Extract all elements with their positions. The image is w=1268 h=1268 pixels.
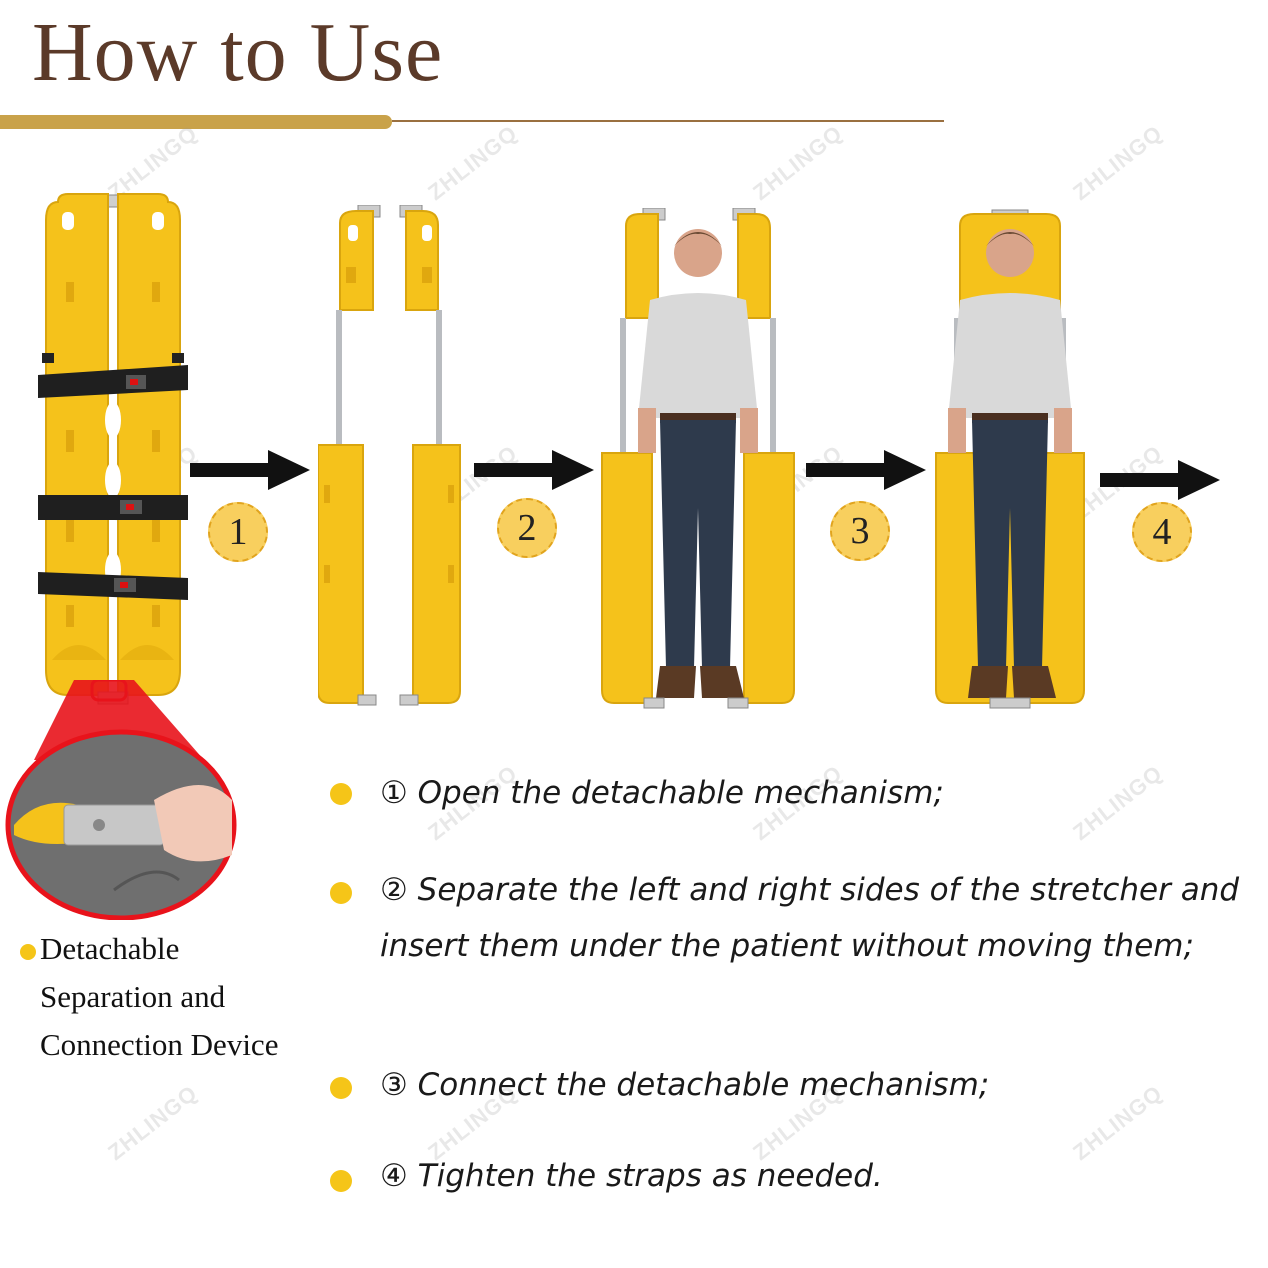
bullet-icon [330,783,352,805]
watermark: ZHLINGQ [748,120,848,206]
watermark: ZHLINGQ [103,1080,203,1166]
stretcher-patient-connected-image [935,209,1085,709]
page-title: How to Use [32,6,444,99]
detail-bullet-icon [20,944,36,960]
instruction-text: ③ Connect the detachable mechanism; [380,1067,990,1103]
arrow-right-icon [806,450,926,490]
bullet-icon [330,1170,352,1192]
stretcher-separated-image [318,205,461,706]
title-underline-accent [0,115,392,129]
stretcher-patient-separated-image [601,208,795,709]
detail-label: Detachable Separation and Connection Dev… [40,931,279,1062]
step-badge-2: 2 [497,498,557,558]
title-underline-rule [392,120,944,122]
arrow-right-icon [474,450,594,490]
watermark: ZHLINGQ [423,120,523,206]
step-badge-4: 4 [1132,502,1192,562]
bullet-icon [330,882,352,904]
instruction-text: ② Separate the left and right sides of t… [380,872,1240,964]
instruction-text: ④ Tighten the straps as needed. [380,1158,883,1194]
step-badge-3: 3 [830,501,890,561]
stretcher-assembled-image [38,193,188,705]
arrow-right-icon [1100,460,1220,500]
arrow-right-icon [190,450,310,490]
watermark: ZHLINGQ [1068,120,1168,206]
bullet-icon [330,1077,352,1099]
step-badge-1: 1 [208,502,268,562]
detachable-mechanism-closeup [5,680,237,920]
instruction-text: ① Open the detachable mechanism; [380,775,944,811]
